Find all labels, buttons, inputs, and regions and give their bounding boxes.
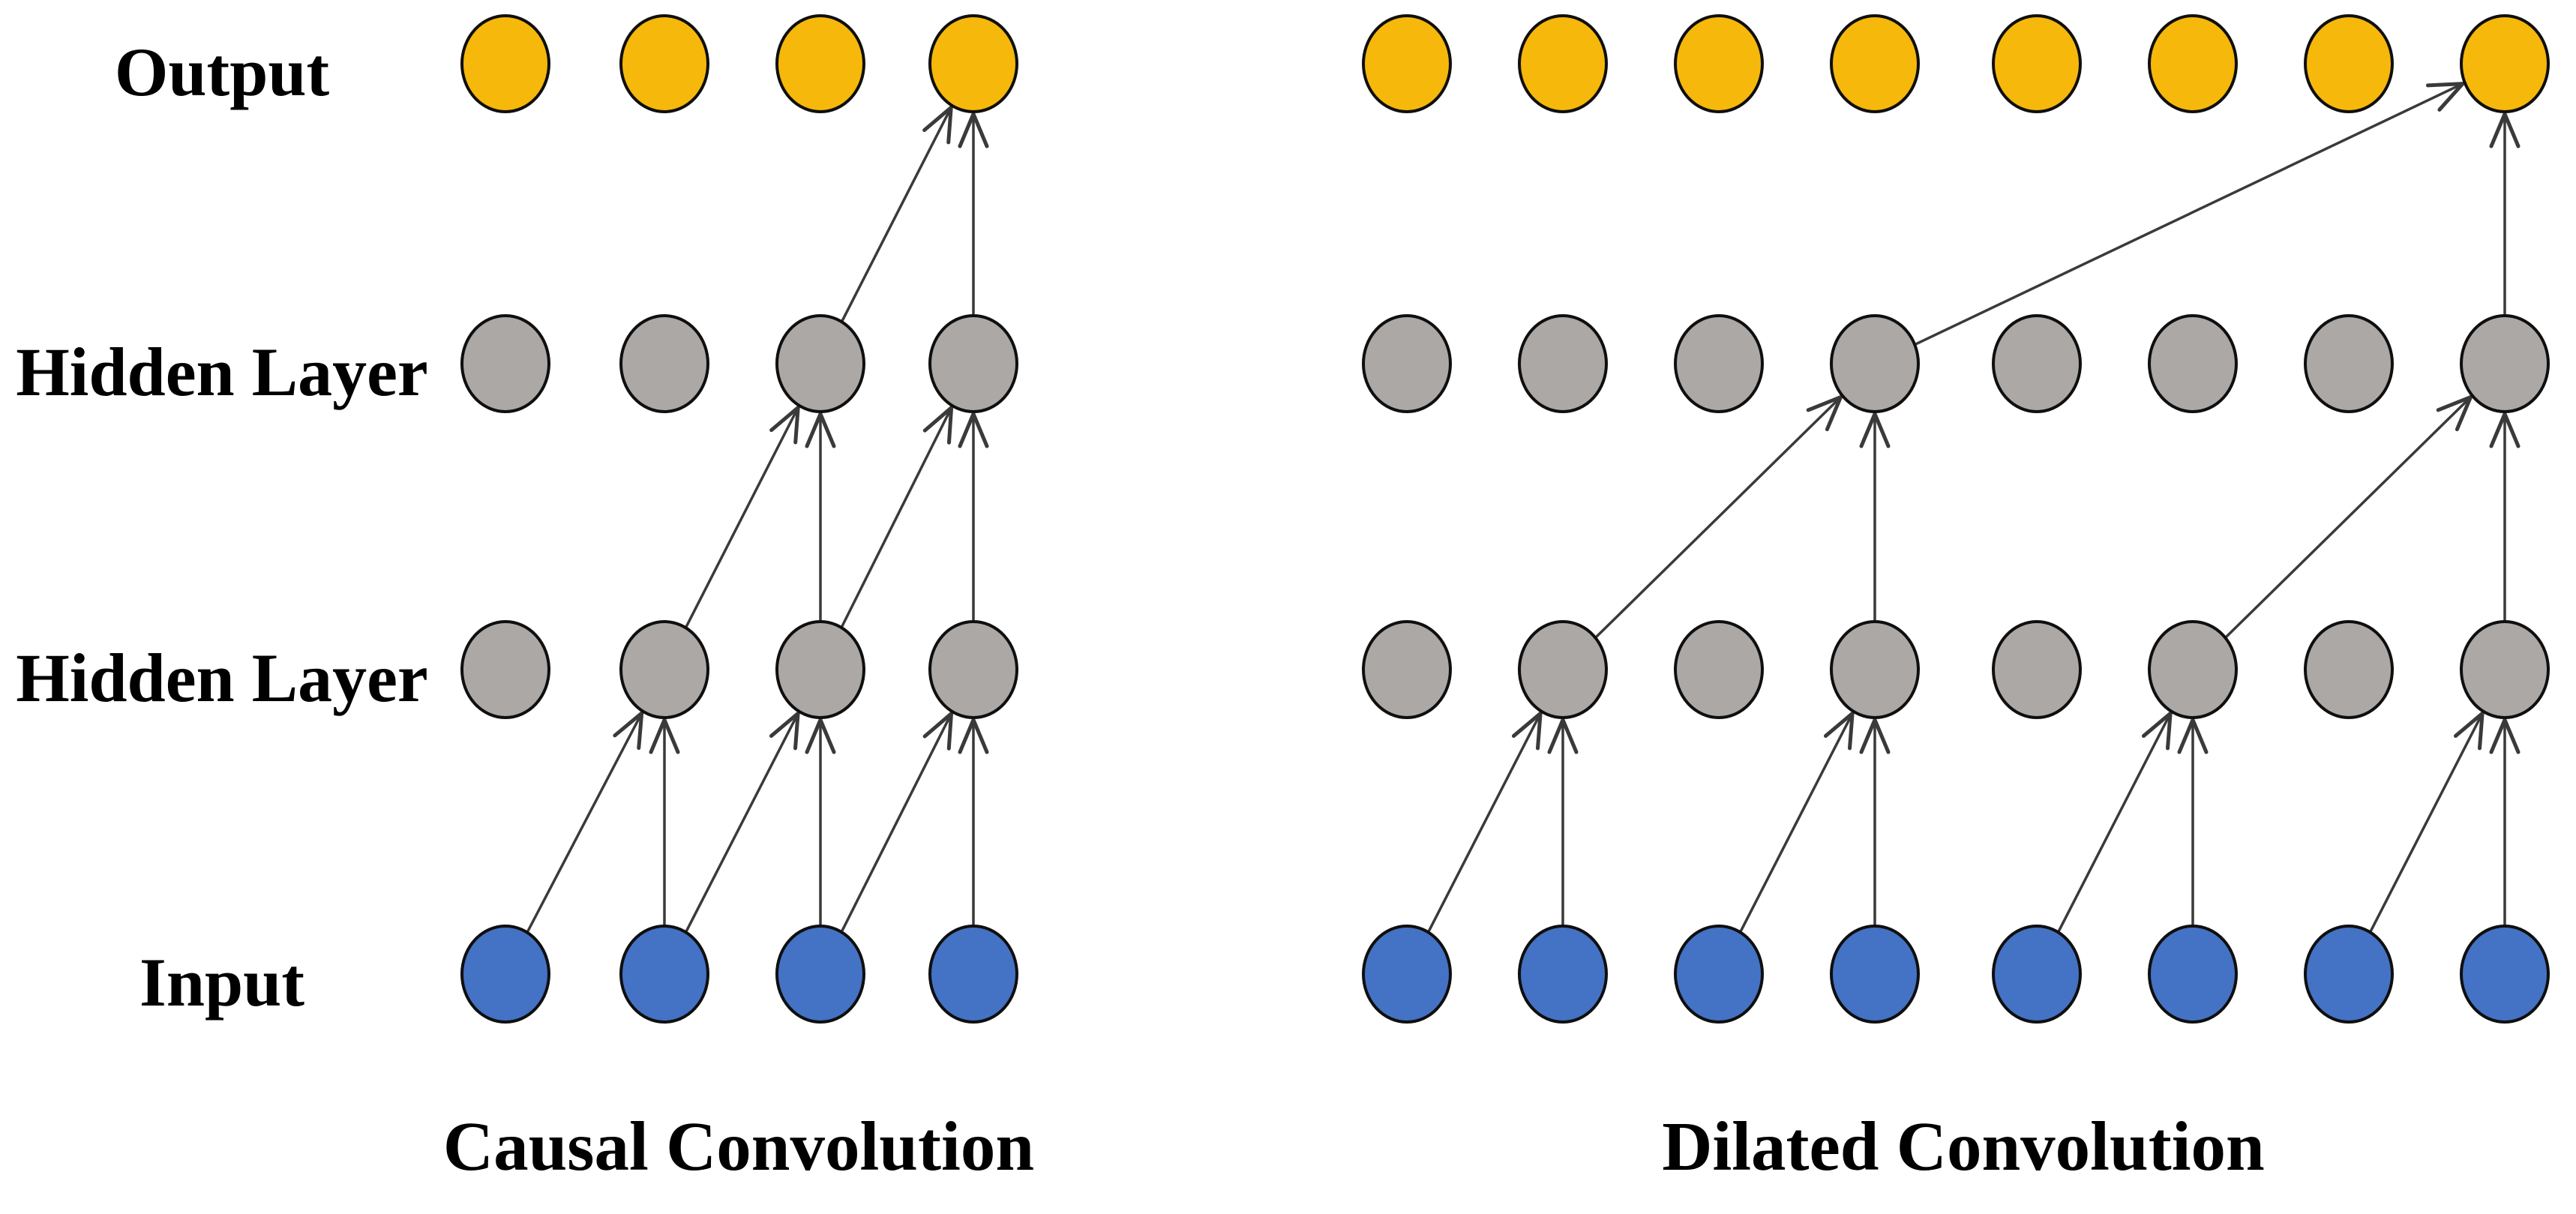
captions: Causal Convolution Dilated Convolution bbox=[443, 1108, 2265, 1186]
output-node bbox=[2148, 14, 2238, 113]
output-node bbox=[1674, 14, 1764, 113]
input-node bbox=[460, 925, 550, 1024]
hidden-node bbox=[619, 314, 709, 413]
edge-arrow bbox=[1426, 711, 1543, 934]
caption-dilated: Dilated Convolution bbox=[1662, 1108, 2265, 1186]
hidden-node bbox=[1518, 620, 1608, 719]
edge-arrow bbox=[2056, 711, 2173, 934]
edge-arrow bbox=[1594, 395, 1843, 639]
input-node bbox=[619, 925, 709, 1024]
output-node bbox=[619, 14, 709, 113]
caption-causal: Causal Convolution bbox=[443, 1108, 1034, 1186]
output-node bbox=[1362, 14, 1452, 113]
edge-arrow bbox=[1738, 711, 1855, 934]
row-label-input: Input bbox=[139, 944, 304, 1021]
hidden-node bbox=[2460, 314, 2550, 413]
hidden-node bbox=[460, 620, 550, 719]
output-node bbox=[2460, 14, 2550, 113]
row-labels: Output Hidden Layer Hidden Layer Input bbox=[16, 34, 427, 1021]
row-label-hidden-upper: Hidden Layer bbox=[16, 334, 427, 410]
row-label-output: Output bbox=[115, 34, 330, 110]
hidden-node bbox=[928, 314, 1018, 413]
hidden-node bbox=[1674, 314, 1764, 413]
hidden-node bbox=[2304, 314, 2394, 413]
hidden-node bbox=[1830, 620, 1920, 719]
hidden-node bbox=[2304, 620, 2394, 719]
edges-layer bbox=[526, 82, 2521, 934]
edge-arrow bbox=[684, 711, 800, 934]
output-node bbox=[1992, 14, 2082, 113]
edge-arrow bbox=[1914, 82, 2465, 346]
input-node bbox=[2460, 925, 2550, 1024]
hidden-node bbox=[1362, 314, 1452, 413]
input-node bbox=[2304, 925, 2394, 1024]
hidden-node bbox=[1674, 620, 1764, 719]
input-node bbox=[2148, 925, 2238, 1024]
hidden-node bbox=[1518, 314, 1608, 413]
output-node bbox=[775, 14, 865, 113]
hidden-node bbox=[775, 620, 865, 719]
hidden-node bbox=[775, 314, 865, 413]
edge-arrow bbox=[840, 406, 954, 628]
input-node bbox=[1518, 925, 1608, 1024]
hidden-node bbox=[928, 620, 1018, 719]
hidden-node bbox=[1830, 314, 1920, 413]
input-node bbox=[1674, 925, 1764, 1024]
hidden-node bbox=[2460, 620, 2550, 719]
input-node bbox=[928, 925, 1018, 1024]
hidden-node bbox=[1362, 620, 1452, 719]
hidden-node bbox=[1992, 620, 2082, 719]
output-node bbox=[2304, 14, 2394, 113]
input-node bbox=[1362, 925, 1452, 1024]
output-node bbox=[928, 14, 1018, 113]
hidden-node bbox=[2148, 620, 2238, 719]
output-node bbox=[460, 14, 550, 113]
hidden-node bbox=[1992, 314, 2082, 413]
nodes-layer bbox=[460, 14, 2550, 1024]
edge-arrow bbox=[526, 711, 644, 934]
input-node bbox=[1992, 925, 2082, 1024]
hidden-node bbox=[460, 314, 550, 413]
edge-arrow bbox=[2224, 395, 2473, 639]
edge-arrow bbox=[840, 712, 953, 933]
output-node bbox=[1830, 14, 1920, 113]
edge-arrow bbox=[840, 105, 953, 322]
hidden-node bbox=[619, 620, 709, 719]
output-node bbox=[1518, 14, 1608, 113]
edge-arrow bbox=[2368, 711, 2485, 934]
input-node bbox=[775, 925, 865, 1024]
hidden-node bbox=[2148, 314, 2238, 413]
row-label-hidden-lower: Hidden Layer bbox=[16, 640, 427, 716]
edge-arrow bbox=[684, 406, 800, 628]
input-node bbox=[1830, 925, 1920, 1024]
